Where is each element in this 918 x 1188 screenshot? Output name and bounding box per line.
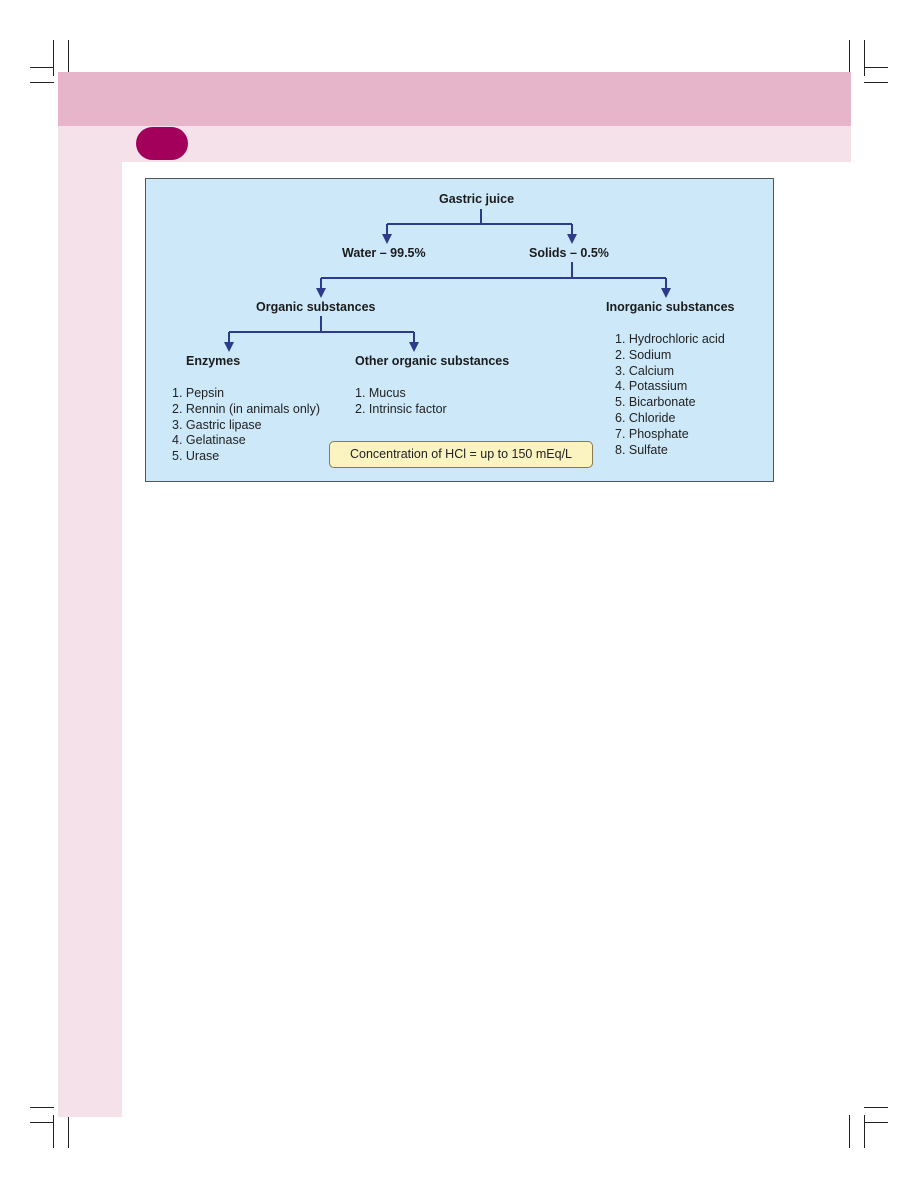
crop-mark	[864, 67, 888, 68]
crop-mark	[30, 82, 54, 83]
inorganic-list: 1. Hydrochloric acid 2. Sodium 3. Calciu…	[615, 332, 725, 458]
connector-lines	[224, 209, 671, 352]
node-other-organic-substances: Other organic substances	[355, 354, 510, 368]
crop-mark	[68, 1115, 69, 1148]
header-band	[58, 72, 851, 126]
chapter-badge	[136, 127, 188, 160]
crop-mark	[864, 40, 865, 76]
hcl-concentration-note: Concentration of HCl = up to 150 mEq/L	[329, 441, 593, 468]
list-item: 1. Hydrochloric acid	[615, 332, 725, 346]
crop-mark	[30, 1107, 54, 1108]
node-organic-substances: Organic substances	[256, 300, 376, 314]
gastric-juice-diagram: Gastric juice Water – 99.5% Solids – 0.5…	[145, 178, 774, 482]
crop-mark	[849, 1115, 850, 1148]
list-item: 3. Gastric lipase	[172, 417, 262, 432]
list-item: 3. Calcium	[615, 363, 675, 378]
crop-mark	[53, 40, 54, 76]
list-item: 2. Sodium	[615, 347, 672, 362]
node-gastric-juice: Gastric juice	[439, 192, 515, 206]
list-item: 2. Intrinsic factor	[355, 401, 447, 416]
crop-mark	[864, 1122, 888, 1123]
list-item: 4. Gelatinase	[172, 433, 246, 448]
list-item: 1. Pepsin	[172, 386, 225, 400]
crop-mark	[864, 82, 888, 83]
side-margin-band	[58, 162, 122, 1117]
crop-mark	[68, 40, 69, 76]
list-item: 7. Phosphate	[615, 426, 689, 441]
list-item: 1. Mucus	[355, 386, 406, 400]
list-item: 5. Bicarbonate	[615, 395, 696, 410]
node-enzymes: Enzymes	[186, 354, 241, 368]
crop-mark	[30, 1122, 54, 1123]
list-item: 5. Urase	[172, 449, 220, 464]
list-item: 2. Rennin (in animals only)	[172, 401, 320, 416]
enzymes-list: 1. Pepsin 2. Rennin (in animals only) 3.…	[172, 386, 320, 465]
crop-mark	[30, 67, 54, 68]
node-inorganic-substances: Inorganic substances	[606, 300, 735, 314]
other-organic-list: 1. Mucus 2. Intrinsic factor	[355, 386, 447, 418]
sub-header-band	[58, 126, 851, 162]
list-item: 4. Potassium	[615, 379, 688, 394]
crop-mark	[53, 1115, 54, 1148]
list-item: 8. Sulfate	[615, 442, 668, 457]
crop-mark	[864, 1107, 888, 1108]
crop-mark	[864, 1115, 865, 1148]
node-water: Water – 99.5%	[342, 246, 426, 260]
list-item: 6. Chloride	[615, 410, 676, 425]
node-solids: Solids – 0.5%	[529, 246, 609, 260]
crop-mark	[849, 40, 850, 76]
